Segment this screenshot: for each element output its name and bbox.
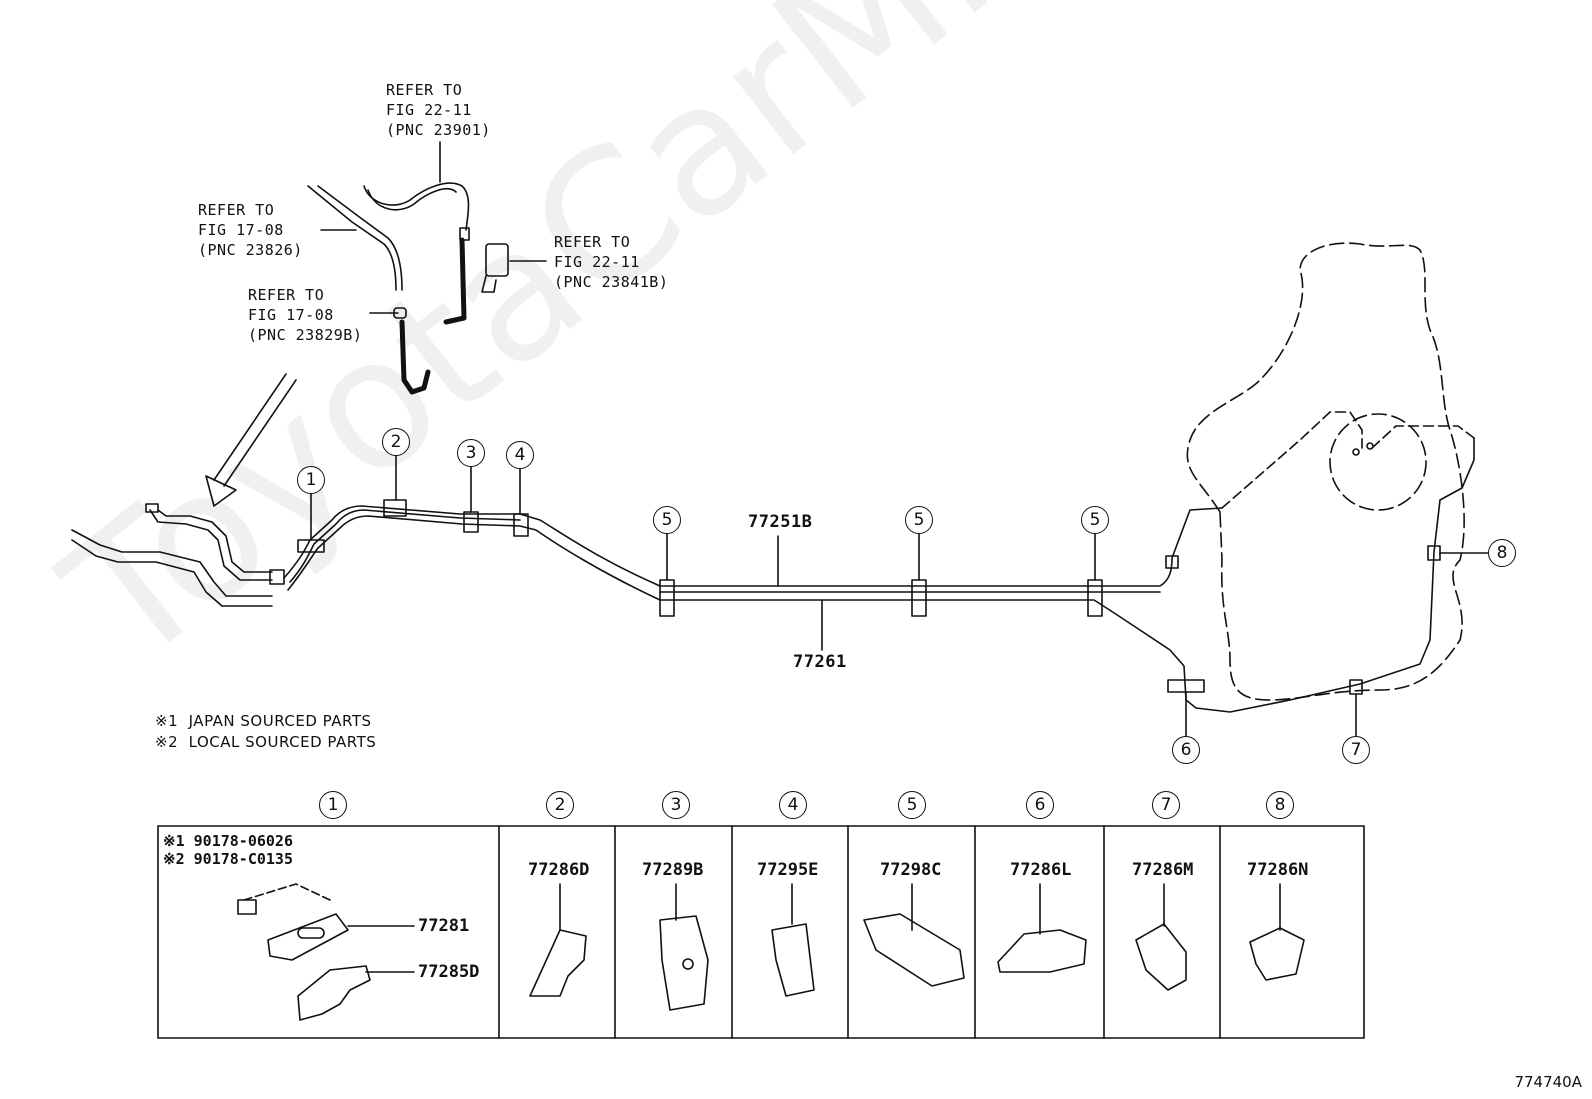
table-header-3: 3 (662, 791, 690, 819)
hose-fitting (393, 307, 407, 319)
callout-2: 2 (382, 428, 410, 456)
part-number-cell-3: 77289B (642, 860, 704, 880)
callout-5a: 5 (653, 506, 681, 534)
left-tube (71, 529, 273, 597)
fuel-pump-ring (1329, 413, 1427, 511)
cell1-alt-japan: ※1 90178-06026 (163, 832, 293, 850)
part-number-77285d: 77285D (418, 962, 480, 982)
part-sketch-slot (297, 927, 325, 939)
callout-5c: 5 (1081, 506, 1109, 534)
part-sketch-77285d (297, 965, 371, 1021)
part-number-cell-5: 77298C (880, 860, 942, 880)
left-tube (157, 509, 273, 573)
figure-id: 774740A (1514, 1073, 1582, 1091)
hose-23826 (307, 185, 397, 291)
part-sketch-nut (237, 899, 257, 915)
part-sketch-hole (682, 958, 694, 970)
table-header-6: 6 (1026, 791, 1054, 819)
part-number-lower-tube: 77261 (793, 652, 847, 672)
callout-4: 4 (506, 441, 534, 469)
left-fitting (145, 503, 159, 513)
callout-7: 7 (1342, 736, 1370, 764)
table-header-7: 7 (1152, 791, 1180, 819)
part-sketch-77281 (267, 913, 349, 961)
tube-77251b-left (283, 505, 1223, 587)
callout-3: 3 (457, 439, 485, 467)
hose-23901-inner (367, 188, 457, 211)
pointer-arrow-shaft (213, 373, 287, 481)
fuel-inner-tube (1371, 425, 1475, 449)
part-sketch-77298c (863, 913, 965, 987)
hose-23901-lower (443, 237, 467, 325)
callout-1: 1 (297, 466, 325, 494)
clamp-3 (463, 511, 479, 533)
fuel-tank-outline (1186, 242, 1465, 701)
tube-inner (289, 509, 521, 583)
part-sketch-77295e (771, 923, 815, 997)
callout-5d: 6 (1172, 736, 1200, 764)
hose-23826-inner (317, 185, 403, 291)
table-header-8: 8 (1266, 791, 1294, 819)
hose-23829b (399, 319, 431, 395)
part-number-cell-8: 77286N (1247, 860, 1309, 880)
pointer-arrow-shaft (223, 379, 297, 487)
parts-table (157, 825, 1365, 1039)
part-sketch-77286d (529, 929, 587, 997)
clamp-4 (513, 513, 529, 537)
valve-23841b (485, 243, 509, 277)
note-local: ※2 LOCAL SOURCED PARTS (155, 733, 377, 751)
part-sketch-77289b (659, 915, 709, 1011)
part-number-77281: 77281 (418, 916, 470, 936)
part-sketch-77286n (1249, 927, 1305, 981)
part-sketch-clip (243, 883, 331, 901)
clamp-2 (383, 499, 407, 517)
part-number-upper-tube: 77251B (748, 512, 813, 532)
part-number-cell-6: 77286L (1010, 860, 1072, 880)
left-tube (149, 509, 273, 581)
callout-8: 8 (1488, 539, 1516, 567)
hose-23901 (363, 182, 470, 231)
part-number-cell-2: 77286D (528, 860, 590, 880)
pointer-arrow-head (205, 475, 237, 507)
table-header-5: 5 (898, 791, 926, 819)
valve-bracket (481, 275, 497, 293)
cell1-alt-local: ※2 90178-C0135 (163, 850, 293, 868)
left-tube (71, 539, 273, 607)
part-number-cell-7: 77286M (1132, 860, 1194, 880)
part-sketch-77286l (997, 929, 1087, 973)
fuel-inner-tube (1221, 411, 1363, 509)
callout-5b: 5 (905, 506, 933, 534)
table-header-1: 1 (319, 791, 347, 819)
clamp-7 (1349, 679, 1363, 695)
tube-77261-left (287, 437, 1475, 713)
table-header-2: 2 (546, 791, 574, 819)
part-sketch-77286m (1135, 923, 1187, 991)
part-number-cell-4: 77295E (757, 860, 819, 880)
fuel-pump-port (1366, 442, 1374, 450)
note-japan: ※1 JAPAN SOURCED PARTS (155, 712, 372, 730)
table-header-4: 4 (779, 791, 807, 819)
fuel-pump-port (1352, 448, 1360, 456)
tube-fitting (1165, 555, 1179, 569)
